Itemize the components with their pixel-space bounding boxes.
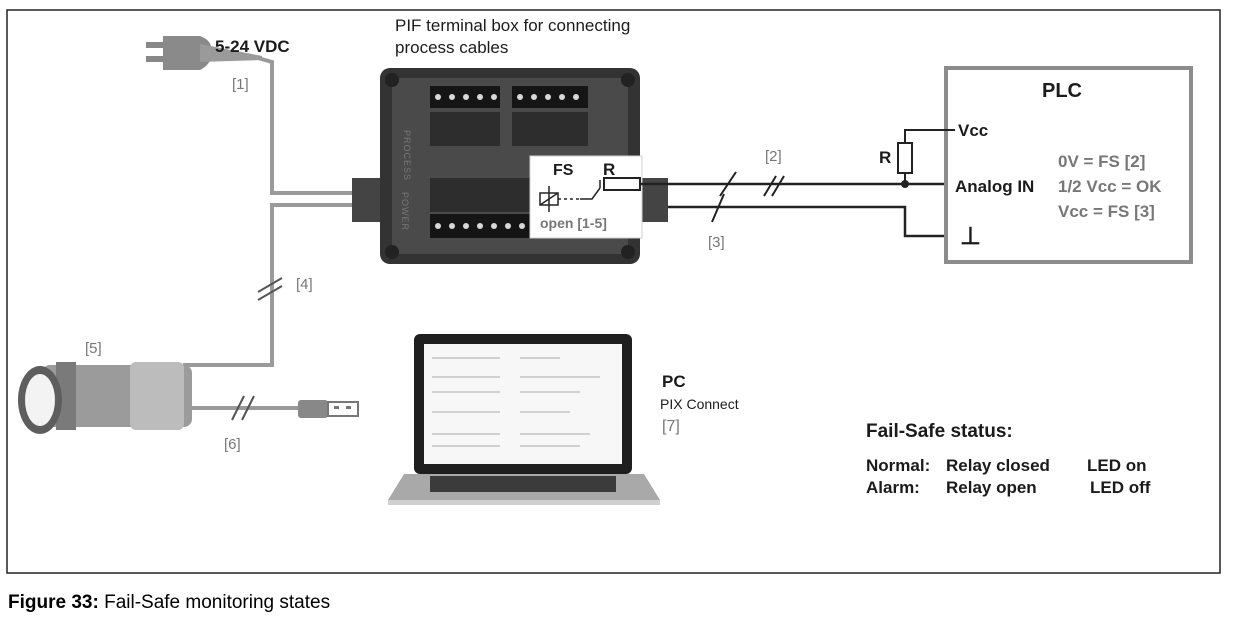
box-label-power: POWER: [400, 192, 410, 232]
sensor-cable: [183, 203, 360, 367]
relay-r-label: R: [603, 160, 616, 179]
cable-break-3: [711, 193, 725, 223]
relay-fs-label: FS: [553, 162, 574, 179]
plc-state-fs2: 0V = FS [2]: [1058, 152, 1146, 171]
cable-ref-3: [3]: [708, 234, 725, 251]
ir-camera-icon: [18, 362, 192, 434]
cable-break-2: [719, 171, 785, 197]
failsafe-normal-state: Normal:: [866, 456, 931, 475]
plc-resistor-label: R: [879, 148, 892, 167]
ground-symbol: ⊥: [960, 223, 981, 250]
cable-ref-4: [4]: [296, 276, 313, 293]
plc-title: PLC: [1042, 80, 1082, 102]
plc-analog-in-label: Analog IN: [955, 177, 1035, 196]
cable-ref-2: [2]: [765, 148, 782, 165]
pc-ref-label: [7]: [662, 418, 680, 435]
pc-software-label: PIX Connect: [660, 396, 739, 412]
cable-ref-6: [6]: [224, 436, 241, 453]
failsafe-alarm-state: Alarm:: [866, 478, 920, 497]
plc-state-fs3: Vcc = FS [3]: [1058, 202, 1155, 221]
power-plug-icon: [146, 36, 262, 70]
failsafe-normal-led: LED on: [1087, 456, 1147, 475]
plc-box: [944, 66, 1193, 264]
failsafe-title: Fail-Safe status:: [866, 421, 1013, 442]
plc-state-ok: 1/2 Vcc = OK: [1058, 177, 1162, 196]
failsafe-alarm-led: LED off: [1090, 478, 1151, 497]
failsafe-alarm-relay: Relay open: [946, 478, 1037, 497]
plc-vcc-label: Vcc: [958, 121, 989, 140]
laptop-icon: [388, 334, 660, 505]
relay-coil-icon: [539, 180, 601, 212]
power-ref-label: [1]: [232, 76, 249, 93]
power-voltage-label: 5-24 VDC: [215, 37, 290, 56]
failsafe-normal-relay: Relay closed: [946, 456, 1050, 475]
plc-pullup-resistor-icon: [897, 129, 955, 188]
cable-break-6: [231, 395, 255, 421]
relay-open-label: open [1-5]: [540, 215, 607, 231]
laptop-screen-content: [432, 357, 600, 447]
usb-plug-icon: [298, 400, 359, 418]
cable-ref-5: [5]: [85, 340, 102, 357]
terminal-screws: [435, 94, 579, 229]
terminal-box-title-1: PIF terminal box for connecting: [395, 16, 631, 35]
power-cable: [257, 56, 360, 195]
figure-caption-label: Figure 33:: [8, 592, 99, 613]
terminal-box-title-2: process cables: [395, 38, 509, 57]
box-label-process: PROCESS: [402, 130, 412, 182]
figure-caption-text: Fail-Safe monitoring states: [104, 592, 331, 613]
figure-caption: Figure 33: Fail-Safe monitoring states: [8, 592, 330, 614]
pc-title: PC: [662, 372, 686, 391]
cable-break-4: [257, 277, 283, 301]
